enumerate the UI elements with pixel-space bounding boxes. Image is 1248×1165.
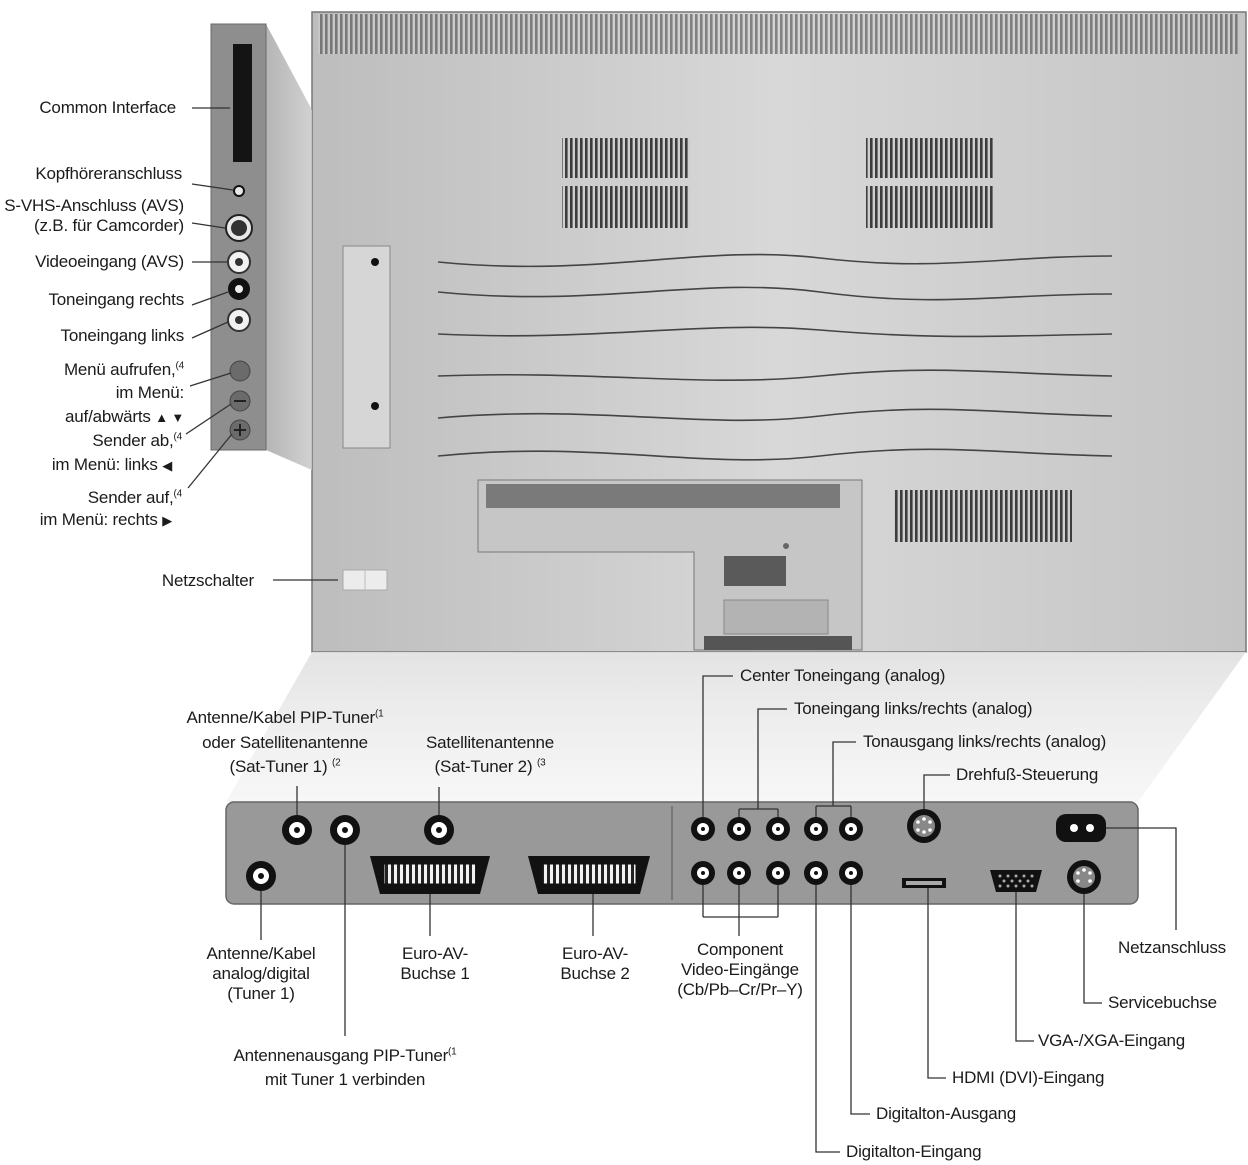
label-scart-1: Euro-AV- Buchse 1 xyxy=(400,944,470,983)
label-menu: Menü aufrufen,(4 xyxy=(63,360,184,379)
side-connector-panel xyxy=(210,23,267,451)
label-audio-out-lr: Tonausgang links/rechts (analog) xyxy=(863,732,1107,751)
label-common-interface: Common Interface xyxy=(39,98,176,117)
label-service: Servicebuchse xyxy=(1108,993,1217,1012)
up-down-arrows-icon: ▲ ▼ xyxy=(155,410,184,425)
tv-back-panel xyxy=(311,11,1247,653)
label-pip-tuner: Antenne/Kabel PIP-Tuner(1 xyxy=(186,708,384,727)
label-antenna-tuner1: Antenne/Kabel analog/digital (Tuner 1) xyxy=(206,944,316,1003)
label-component-video: Component Video-Eingänge (Cb/Pb–Cr/Pr–Y) xyxy=(677,940,803,999)
label-hdmi: HDMI (DVI)-Eingang xyxy=(952,1068,1105,1087)
label-scart-2: Euro-AV- Buchse 2 xyxy=(560,944,630,983)
label-channel-down-line2: im Menü: links ◀ xyxy=(51,455,172,474)
label-channel-up-line2: im Menü: rechts ▶ xyxy=(39,510,172,529)
left-arrow-icon: ◀ xyxy=(162,458,172,473)
label-audio-in-lr: Toneingang links/rechts (analog) xyxy=(794,699,1033,718)
label-menu-line3: auf/abwärts ▲ ▼ xyxy=(65,407,184,426)
label-menu-line2: im Menü: xyxy=(115,383,185,402)
label-vga: VGA-/XGA-Eingang xyxy=(1038,1031,1186,1050)
label-video-in: Videoeingang (AVS) xyxy=(35,252,184,271)
label-audio-right: Toneingang rechts xyxy=(48,290,184,309)
label-digital-in: Digitalton-Eingang xyxy=(846,1142,982,1161)
label-antenna-out-line2: mit Tuner 1 verbinden xyxy=(264,1070,426,1089)
label-mains: Netzanschluss xyxy=(1118,938,1226,957)
label-channel-down: Sender ab,(4 xyxy=(92,431,182,450)
label-svhs: S-VHS-Anschluss (AVS) (z.B. für Camcorde… xyxy=(4,196,184,235)
label-pip-tuner-line2: oder Satellitenantenne xyxy=(202,733,368,752)
rear-connector-panel xyxy=(225,801,1139,905)
label-satellite-2-line2: (Sat-Tuner 2) (3 xyxy=(434,757,546,776)
label-antenna-out: Antennenausgang PIP-Tuner(1 xyxy=(233,1046,457,1065)
label-swivel-control: Drehfuß-Steuerung xyxy=(956,765,1099,784)
leader-lines xyxy=(185,107,1177,1153)
label-satellite-2: Satellitenantenne xyxy=(426,733,554,752)
label-headphone: Kopfhöreranschluss xyxy=(35,164,182,183)
label-digital-out: Digitalton-Ausgang xyxy=(876,1104,1017,1123)
label-center-audio-in: Center Toneingang (analog) xyxy=(740,666,946,685)
label-channel-up: Sender auf,(4 xyxy=(87,488,182,507)
label-audio-left: Toneingang links xyxy=(60,326,185,345)
right-arrow-icon: ▶ xyxy=(162,513,172,528)
label-pip-tuner-line3: (Sat-Tuner 1) (2 xyxy=(229,757,341,776)
label-power-switch: Netzschalter xyxy=(161,571,254,590)
